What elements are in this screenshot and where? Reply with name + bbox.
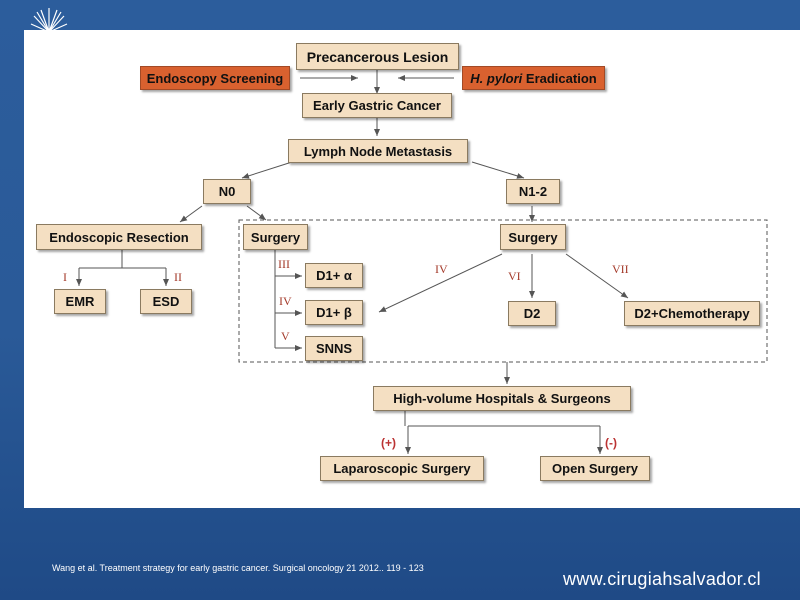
precancerous-lesion-label: Precancerous Lesion xyxy=(306,48,449,65)
high-volume-label: High-volume Hospitals & Surgeons xyxy=(393,391,611,406)
positive-label: (+) xyxy=(381,436,396,450)
emr-box: EMR xyxy=(54,289,106,314)
d2-label: D2 xyxy=(523,306,541,321)
d2-chemotherapy-box: D2+Chemotherapy xyxy=(624,301,760,326)
label-vii: VII xyxy=(612,262,629,276)
diagram-panel: Precancerous Lesion Endoscopy Screening … xyxy=(24,30,800,508)
website-url: www.cirugiahsalvador.cl xyxy=(563,569,761,589)
open-surgery-box: Open Surgery xyxy=(540,456,650,481)
d2-box: D2 xyxy=(508,301,556,326)
lymph-node-metastasis-label: Lymph Node Metastasis xyxy=(303,143,453,159)
emr-label: EMR xyxy=(65,294,95,309)
n12-label: N1-2 xyxy=(518,184,548,199)
esd-label: ESD xyxy=(152,294,180,309)
open-surgery-label: Open Surgery xyxy=(552,461,638,476)
label-iv-right: IV xyxy=(435,262,448,276)
early-gastric-cancer-box: Early Gastric Cancer xyxy=(302,93,452,118)
snns-box: SNNS xyxy=(305,336,363,361)
n0-label: N0 xyxy=(218,184,236,199)
surgery-right-label: Surgery xyxy=(508,229,558,245)
esd-box: ESD xyxy=(140,289,192,314)
hpylori-italic-label: H. pylori xyxy=(470,70,523,86)
label-vi: VI xyxy=(508,269,521,283)
laparoscopic-surgery-label: Laparoscopic Surgery xyxy=(333,461,471,476)
endoscopic-resection-label: Endoscopic Resection xyxy=(49,229,189,245)
d2-chemotherapy-label: D2+Chemotherapy xyxy=(634,306,750,321)
endoscopic-resection-box: Endoscopic Resection xyxy=(36,224,202,250)
laparoscopic-surgery-box: Laparoscopic Surgery xyxy=(320,456,484,481)
connector-lines xyxy=(76,70,768,454)
lymph-node-metastasis-box: Lymph Node Metastasis xyxy=(288,139,468,163)
precancerous-lesion-box: Precancerous Lesion xyxy=(296,43,459,70)
n0-box: N0 xyxy=(203,179,251,204)
n12-box: N1-2 xyxy=(506,179,560,204)
d1-beta-label: D1+ β xyxy=(316,305,352,320)
d1-alpha-label: D1+ α xyxy=(316,268,352,283)
d1-alpha-box: D1+ α xyxy=(305,263,363,288)
hpylori-eradication-box: H. pylori Eradication xyxy=(462,66,605,90)
surgery-left-label: Surgery xyxy=(250,229,301,245)
eradication-label: Eradication xyxy=(522,70,597,86)
label-i: I xyxy=(63,270,67,284)
snns-label: SNNS xyxy=(315,341,353,356)
negative-label: (-) xyxy=(605,436,617,450)
label-iv-left: IV xyxy=(279,294,292,308)
endoscopy-screening-label: Endoscopy Screening xyxy=(146,70,284,86)
endoscopy-screening-box: Endoscopy Screening xyxy=(140,66,290,90)
surgery-right-box: Surgery xyxy=(500,224,566,250)
citation-text: Wang et al. Treatment strategy for early… xyxy=(52,563,424,573)
label-v: V xyxy=(281,329,290,343)
surgery-left-box: Surgery xyxy=(243,224,308,250)
early-gastric-cancer-label: Early Gastric Cancer xyxy=(313,98,441,113)
label-ii: II xyxy=(174,270,182,284)
label-iii: III xyxy=(278,257,290,271)
d1-beta-box: D1+ β xyxy=(305,300,363,325)
high-volume-box: High-volume Hospitals & Surgeons xyxy=(373,386,631,411)
